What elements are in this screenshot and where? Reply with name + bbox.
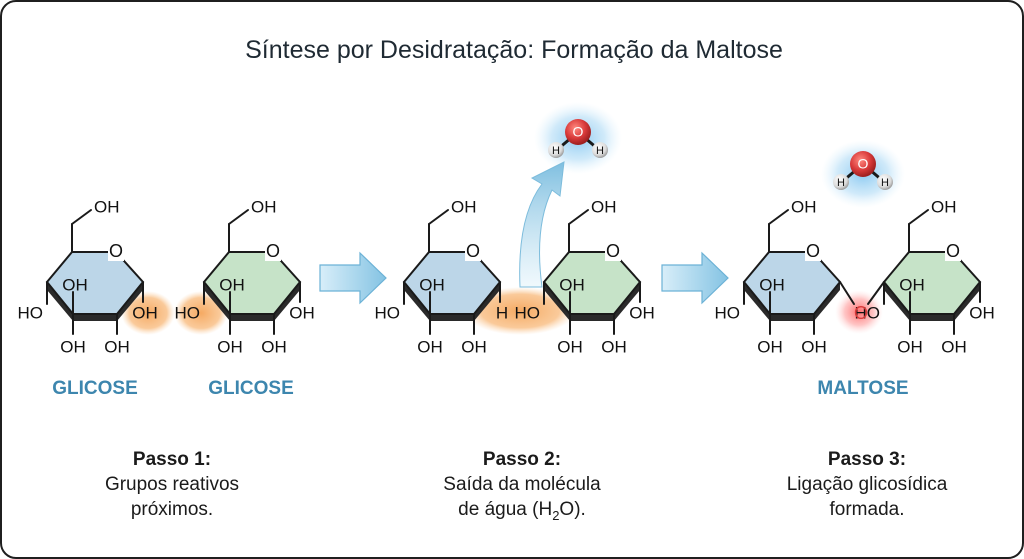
ring-oxygen-bg	[605, 241, 621, 261]
step3-caption: Passo 3: Ligação glicosídica formada.	[747, 447, 987, 522]
step3-title: Passo 3:	[827, 449, 907, 470]
c3-hydroxyl-upper: OH	[759, 275, 785, 294]
c2-hydroxyl: OH	[801, 337, 827, 356]
c3-hydroxyl: OH	[897, 337, 923, 356]
hydrogen-atom-label: H	[596, 145, 604, 157]
c3-hydroxyl: OH	[417, 337, 443, 356]
step1-caption: Passo 1: Grupos reativos próximos.	[62, 447, 282, 522]
label-glucose-1: GLICOSE	[52, 378, 138, 399]
ring-oxygen: O	[109, 241, 123, 261]
c4-hydroxyl: HO	[855, 303, 881, 322]
hydrogen-atom	[877, 174, 893, 190]
diagram-title: Síntese por Desidratação: Formação da Ma…	[245, 36, 783, 64]
c4-hydroxyl: HO	[375, 303, 401, 322]
c4-hydroxyl: HO	[18, 303, 44, 322]
step-arrow-1	[319, 251, 387, 305]
ring-oxygen-bg	[805, 241, 821, 261]
c1-hydroxyl-reactive: OH	[132, 303, 158, 322]
c2-hydroxyl: OH	[941, 337, 967, 356]
hydrogen-atom-label: H	[552, 145, 560, 157]
ring-oxygen-bg	[465, 241, 481, 261]
step2-text-line1: Saída da molécula	[443, 474, 601, 495]
step3-text-line1: Ligação glicosídica	[786, 474, 948, 495]
c3-hydroxyl-upper: OH	[559, 275, 585, 294]
step3-text-line2: formada.	[829, 499, 905, 520]
c3-hydroxyl: OH	[757, 337, 783, 356]
ring-oxygen: O	[606, 241, 620, 261]
ch2oh-group: OH	[591, 197, 617, 216]
step2-caption: Passo 2: Saída da molécula de água (H2O)…	[402, 447, 642, 528]
c1-hydroxyl: OH	[969, 303, 995, 322]
ch2oh-group: OH	[931, 197, 957, 216]
ring-oxygen: O	[946, 241, 960, 261]
c2-hydroxyl: OH	[461, 337, 487, 356]
ch2oh-group: OH	[251, 197, 277, 216]
c3-hydroxyl-upper: OH	[62, 275, 88, 294]
ch2oh-group: OH	[451, 197, 477, 216]
oxygen-atom-label: O	[858, 156, 869, 172]
hydrogen-atom-label: H	[881, 177, 889, 189]
reactive-glow-step1-oh	[121, 291, 175, 335]
hydrogen-atom	[833, 174, 849, 190]
label-glucose-2: GLICOSE	[208, 378, 294, 399]
ring-oxygen-bg	[108, 241, 124, 261]
glucose-ring-3: O OH HO OH OH OH H	[375, 197, 509, 356]
c1-hydrogen: H	[496, 303, 508, 322]
c4-hydroxyl: HO	[175, 303, 201, 322]
c2-hydroxyl: OH	[601, 337, 627, 356]
step1-title: Passo 1:	[132, 449, 212, 470]
glycosidic-bond: O	[839, 281, 885, 323]
c3-hydroxyl: OH	[217, 337, 243, 356]
step2-title: Passo 2:	[482, 449, 562, 470]
oxygen-atom	[850, 151, 876, 177]
step2-text-sub: 2	[552, 507, 560, 523]
water-release-arrow	[519, 161, 565, 288]
c3-hydroxyl: OH	[557, 337, 583, 356]
oxygen-atom	[565, 119, 591, 145]
ring-oxygen: O	[266, 241, 280, 261]
hydrogen-atom-label: H	[837, 177, 845, 189]
c3-hydroxyl-upper: OH	[419, 275, 445, 294]
step1-text-line1: Grupos reativos	[104, 474, 240, 495]
step-arrow-2	[661, 251, 729, 305]
c4-hydroxyl: HO	[515, 303, 541, 322]
c2-hydroxyl: OH	[104, 337, 130, 356]
ch2oh-group: OH	[94, 197, 120, 216]
ring-oxygen-bg	[945, 241, 961, 261]
step2-text-line2: de água (H2O).	[402, 497, 642, 528]
ring-oxygen: O	[806, 241, 820, 261]
ch2oh-group: OH	[791, 197, 817, 216]
c3-hydroxyl: OH	[60, 337, 86, 356]
label-maltose: MALTOSE	[817, 378, 908, 399]
step2-text-post: O).	[559, 499, 586, 520]
c3-hydroxyl-upper: OH	[219, 275, 245, 294]
hydrogen-atom	[548, 142, 564, 158]
c1-hydroxyl: OH	[289, 303, 315, 322]
oxygen-atom-label: O	[573, 124, 584, 140]
step2-text-pre: de água (H	[458, 499, 553, 520]
c4-hydroxyl: HO	[715, 303, 741, 322]
c1-hydroxyl: OH	[629, 303, 655, 322]
step1-text-line2: próximos.	[130, 499, 214, 520]
maltose-ring-1: O OH HO OH OH OH	[715, 197, 842, 356]
ring-oxygen: O	[466, 241, 480, 261]
ring-oxygen-bg	[265, 241, 281, 261]
glycosidic-oxygen: O	[854, 303, 868, 323]
c3-hydroxyl-upper: OH	[899, 275, 925, 294]
hydrogen-atom	[592, 142, 608, 158]
c2-hydroxyl: OH	[261, 337, 287, 356]
